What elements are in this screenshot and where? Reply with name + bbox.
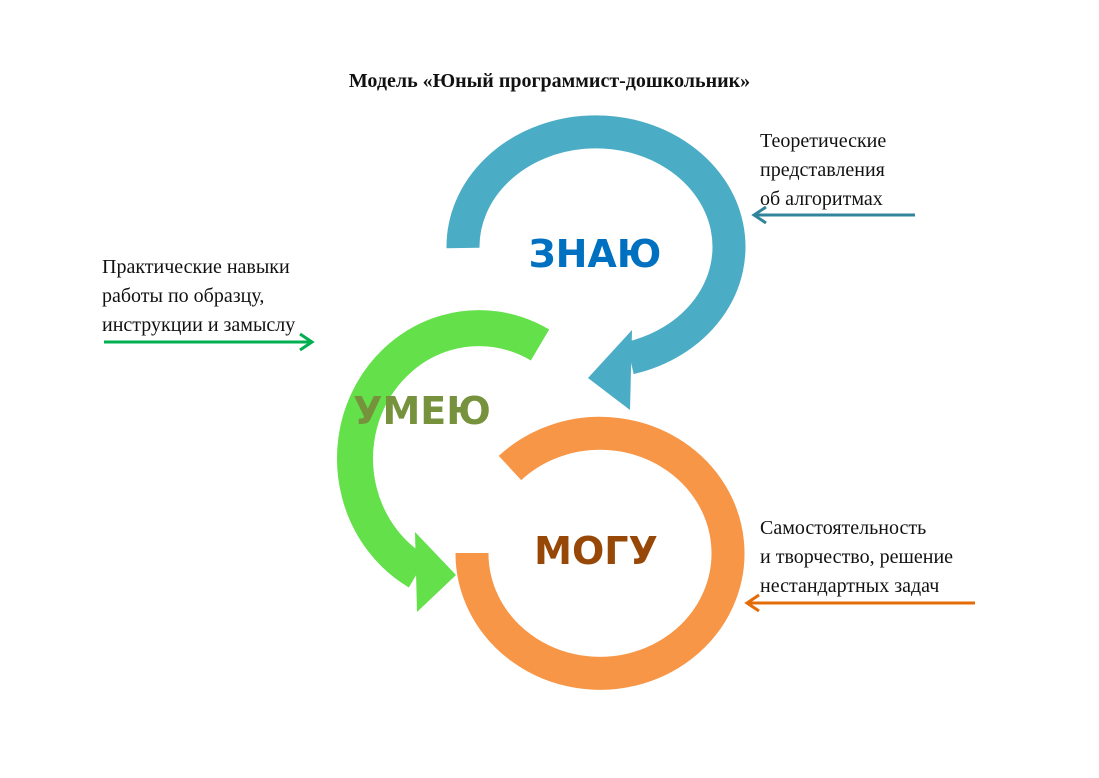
know-label: ЗНАЮ [528,232,662,276]
skill-description-line: работы по образцу, [102,285,265,307]
skill-description: Практические навыки работы по образцу, и… [102,253,295,340]
know-pointer-arrow [751,205,915,225]
can-arc [455,416,745,690]
know-description-line: представления [760,159,885,181]
can-description-line: нестандартных задач [760,575,940,597]
can-pointer-arrow [744,593,975,613]
skill-label: УМЕЮ [353,389,491,433]
can-description-line: и творчество, решение [760,546,954,568]
know-description-line: об алгоритмах [760,188,883,210]
know-description: Теоретические представления об алгоритма… [760,127,886,214]
skill-pointer-arrow [104,332,315,352]
can-description-line: Самостоятельность [760,517,927,539]
skill-description-line: Практические навыки [102,256,290,278]
diagram-title: Модель «Юный программист-дошкольник» [348,70,751,92]
skill-arrowhead [415,532,456,612]
know-arrowhead [588,330,632,410]
know-arc [446,115,746,375]
know-description-line: Теоретические [760,130,887,152]
can-label: МОГУ [534,529,658,573]
can-description: Самостоятельность и творчество, решение … [760,514,953,601]
skill-description-line: инструкции и замыслу [102,314,296,336]
skill-arc [337,310,550,588]
